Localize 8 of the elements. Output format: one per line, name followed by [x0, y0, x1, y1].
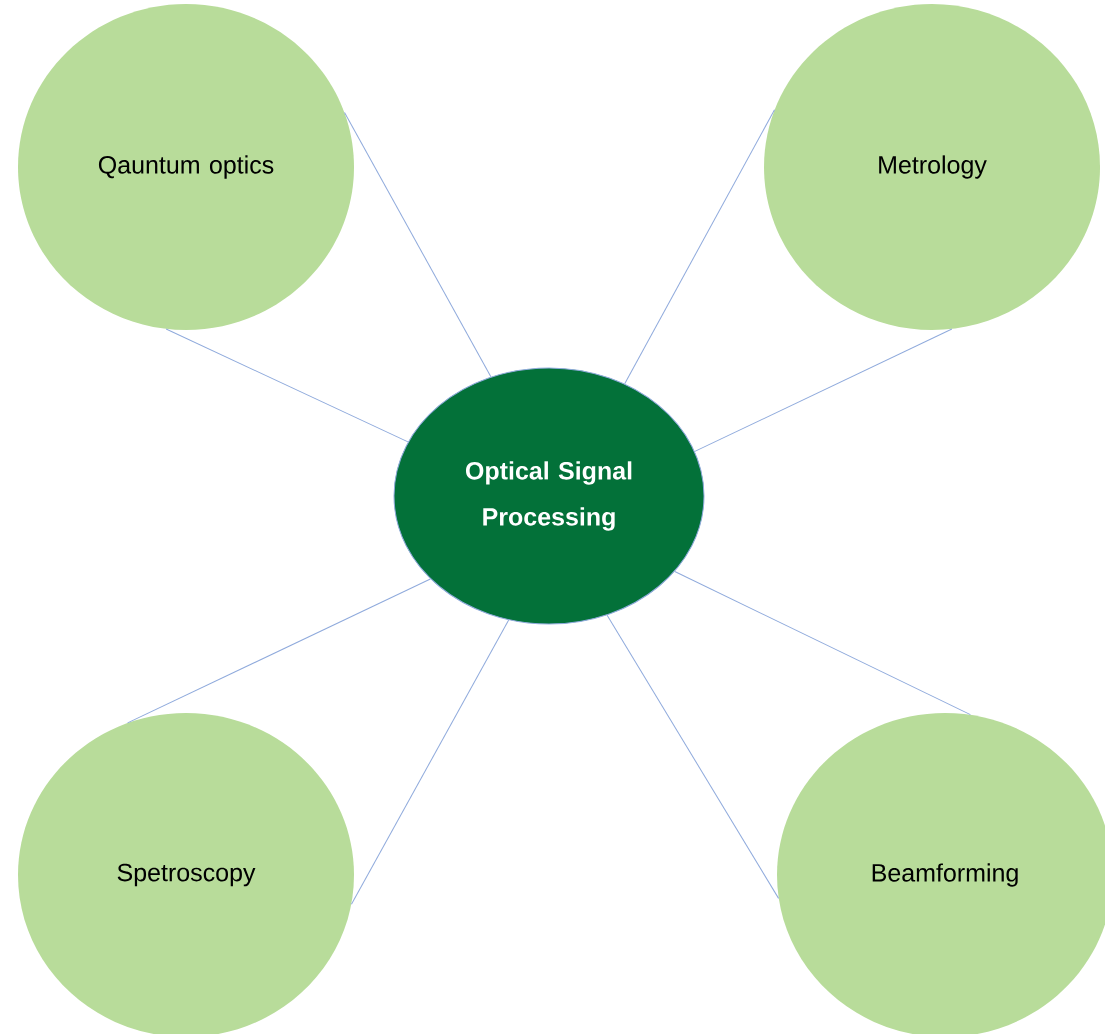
connector-line: [674, 571, 971, 716]
connector-line: [694, 328, 953, 452]
connector-line: [350, 619, 510, 905]
connector-line: [606, 614, 780, 899]
connector-line: [624, 109, 776, 385]
connector-line: [165, 328, 409, 443]
connector-line: [127, 578, 431, 724]
connector-line: [344, 111, 492, 378]
